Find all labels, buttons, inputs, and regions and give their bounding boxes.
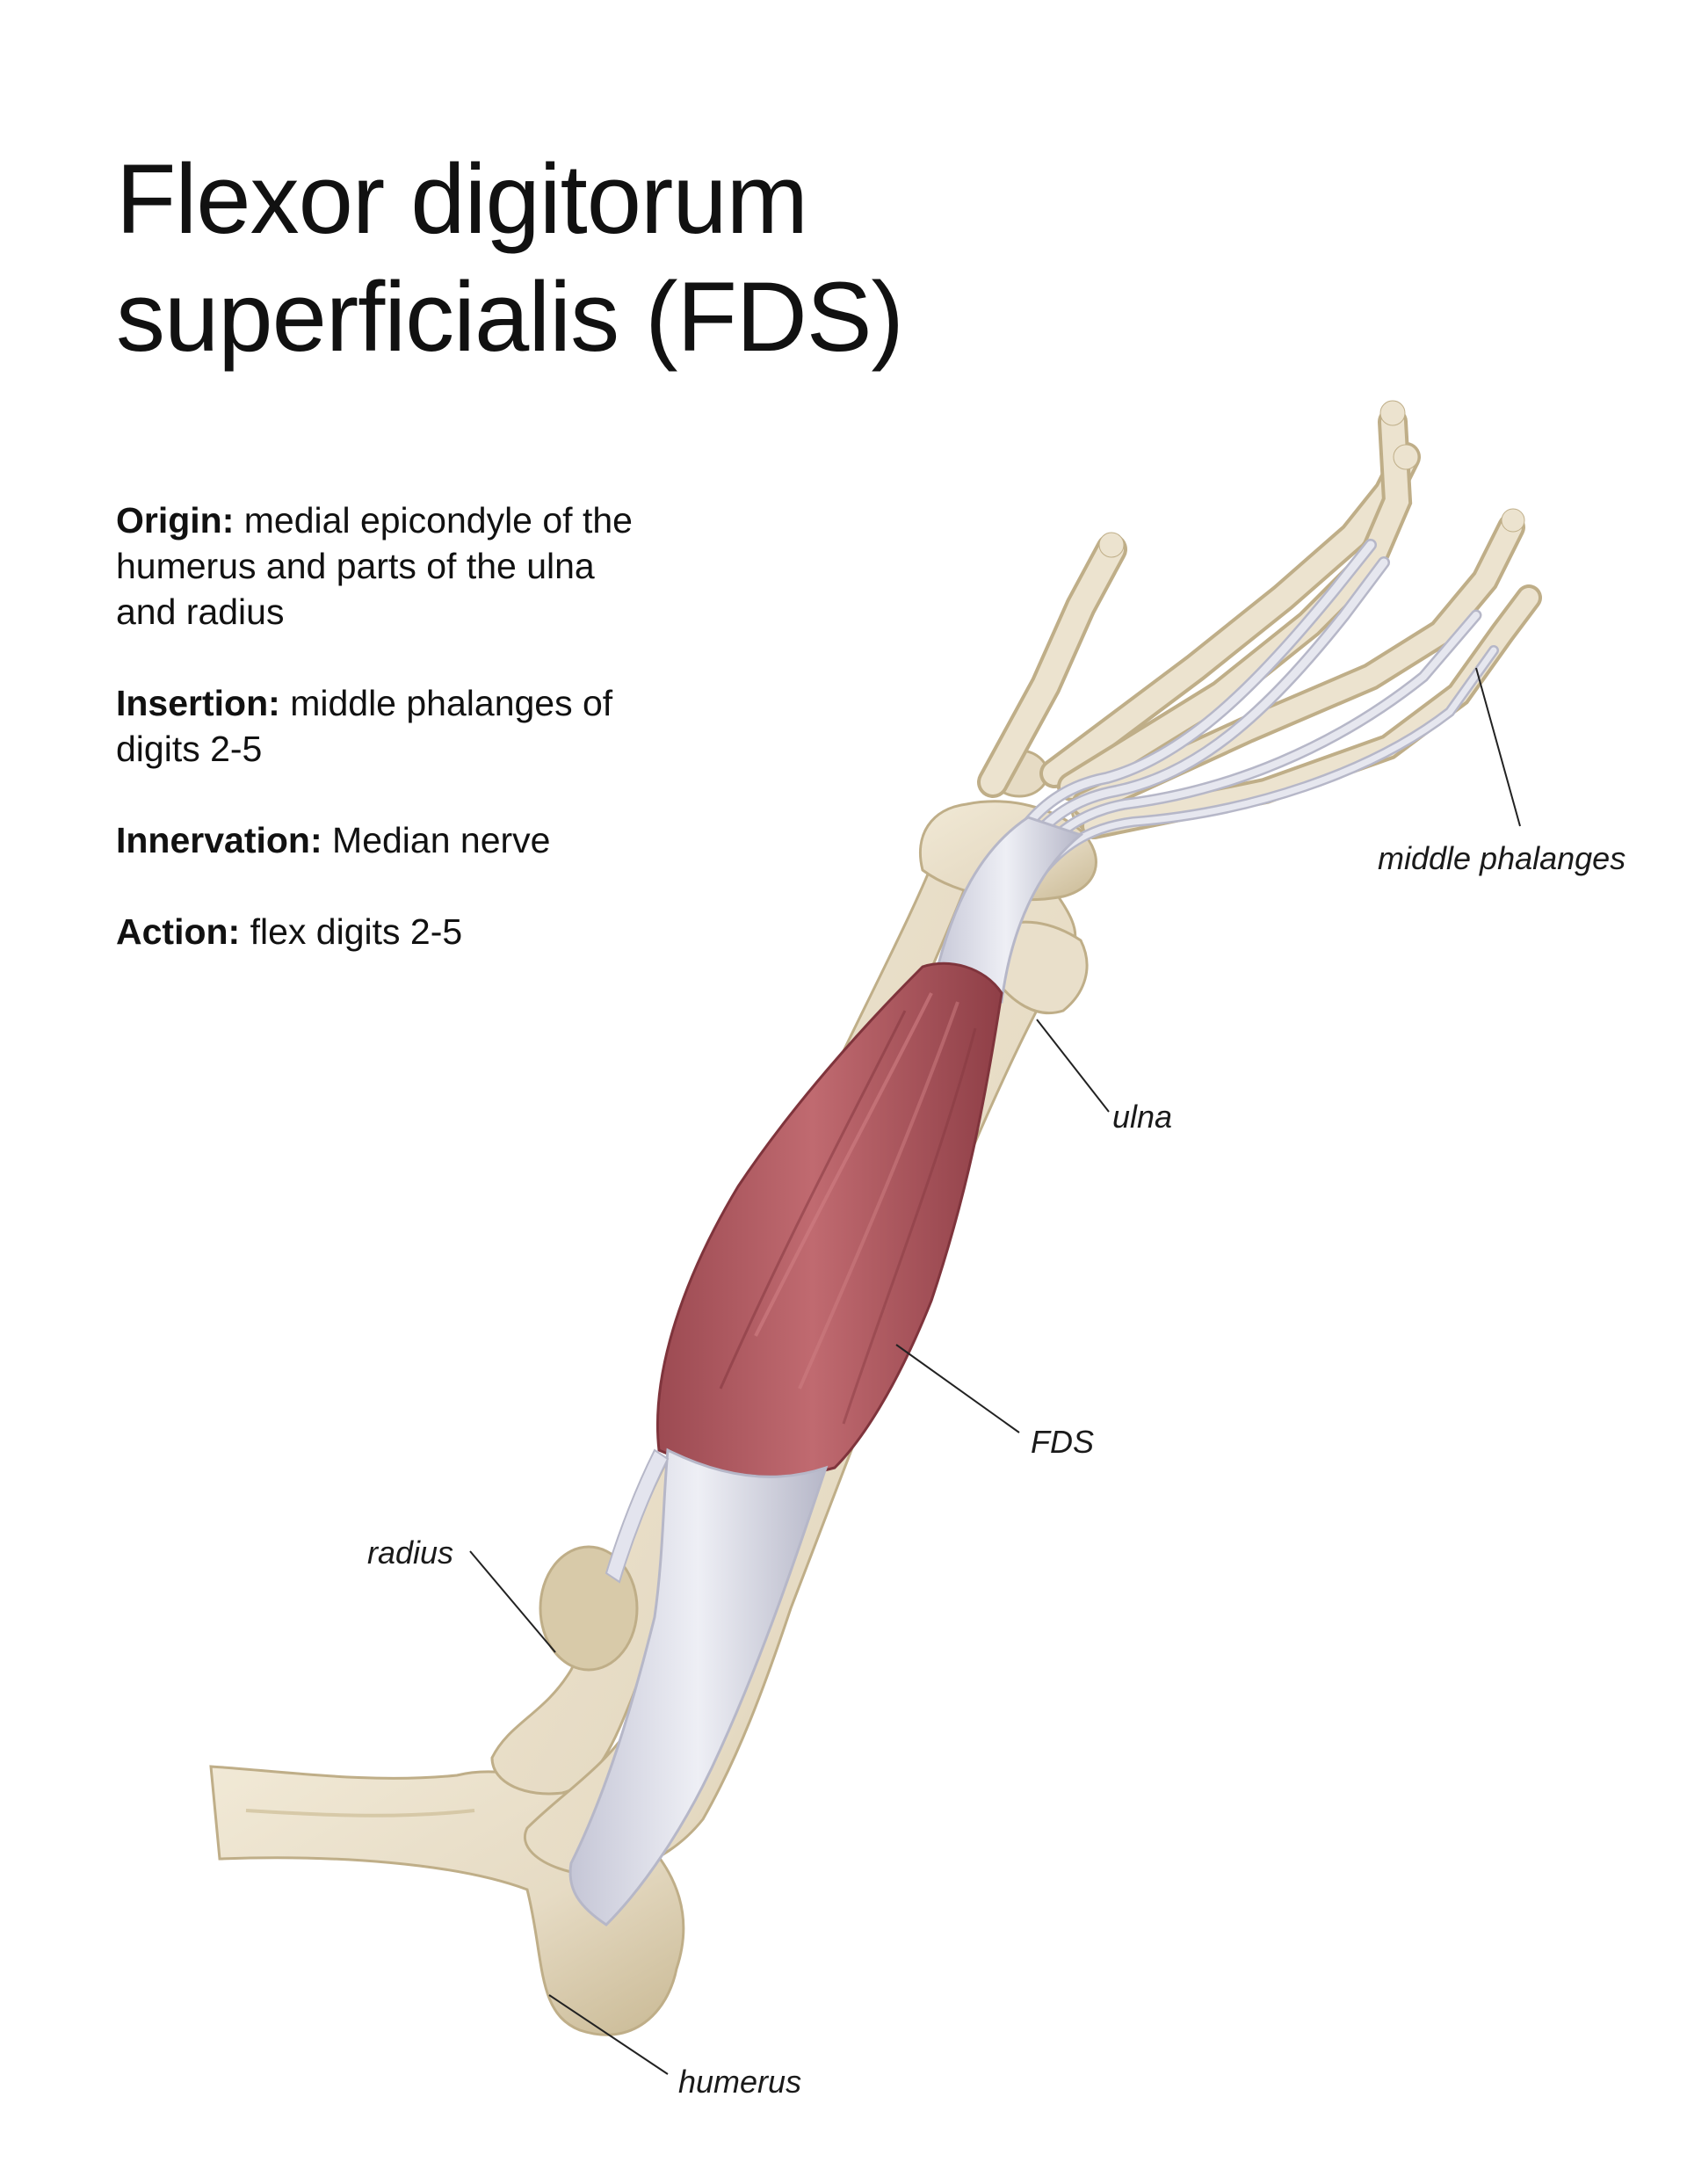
leader-ulna <box>1036 1019 1110 1113</box>
fact-innervation: Innervation: Median nerve <box>116 817 661 863</box>
fact-action-value: flex digits 2-5 <box>250 911 463 952</box>
label-fds: FDS <box>1031 1424 1094 1460</box>
fact-origin: Origin: medial epicondyle of the humerus… <box>116 497 661 635</box>
fact-insertion-value: middle phalanges of digits 2-5 <box>116 683 613 769</box>
fds-muscle-belly <box>655 961 1003 1478</box>
fact-insertion: Insertion: middle phalanges of digits 2-… <box>116 680 661 772</box>
leader-radius <box>469 1550 556 1653</box>
fact-origin-key: Origin: <box>116 500 235 541</box>
label-radius: radius <box>367 1535 454 1571</box>
fact-innervation-key: Innervation: <box>116 820 322 860</box>
leader-lines <box>469 667 1521 2075</box>
label-ulna: ulna <box>1112 1099 1173 1135</box>
fact-origin-value: medial epicondyle of the humerus and par… <box>116 500 633 632</box>
fds-tendon-wrist <box>930 816 1084 1004</box>
hand-bones <box>977 400 1542 839</box>
label-humerus: humerus <box>678 2064 802 2100</box>
leader-fds <box>895 1344 1020 1433</box>
fact-insertion-key: Insertion: <box>116 683 280 723</box>
leader-middle-phalanges <box>1475 667 1521 827</box>
title-line-2: superficialis (FDS) <box>116 262 904 372</box>
muscle-facts: Origin: medial epicondyle of the humerus… <box>116 497 661 1000</box>
fds-tendon-proximal <box>568 1448 829 1926</box>
label-middle-phalanges: middle phalanges <box>1378 840 1626 876</box>
page-title: Flexor digitorum superficialis (FDS) <box>116 141 904 376</box>
fact-innervation-value: Median nerve <box>332 820 551 860</box>
fact-action: Action: flex digits 2-5 <box>116 909 661 954</box>
title-line-1: Flexor digitorum <box>116 144 808 254</box>
fact-action-key: Action: <box>116 911 241 952</box>
leader-humerus <box>548 1994 669 2075</box>
